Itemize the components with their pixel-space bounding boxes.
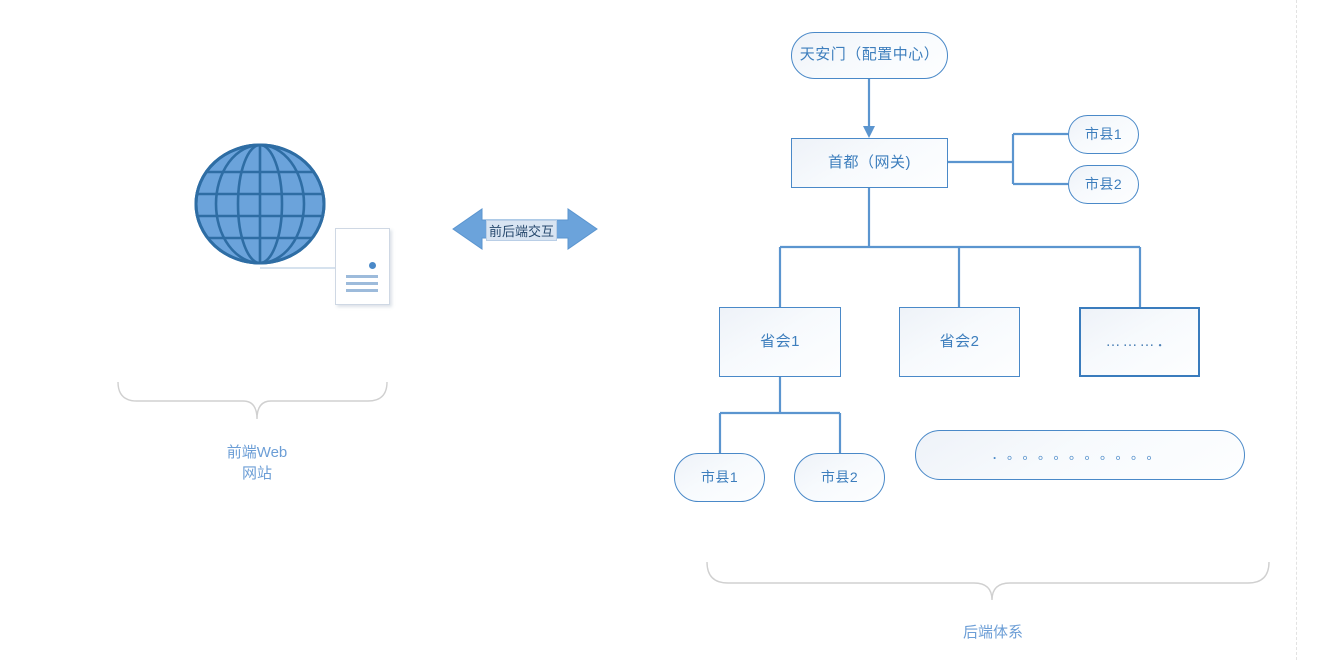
frontend-caption: 前端Web 网站 xyxy=(226,444,288,482)
node-city-bottom-2[interactable]: 市县2 xyxy=(794,453,885,502)
document-line-icon xyxy=(346,275,378,278)
document-line-icon xyxy=(346,289,378,292)
node-label: 省会1 xyxy=(760,332,800,350)
backend-caption: 后端体系 xyxy=(962,624,1023,641)
node-city-bottom-1[interactable]: 市县1 xyxy=(674,453,765,502)
globe-icon xyxy=(194,143,326,265)
document-dot-icon xyxy=(369,262,376,269)
node-city-more[interactable]: ．。。。。。。。。。。 xyxy=(915,430,1245,480)
document-icon xyxy=(335,228,390,305)
node-label: ．。。。。。。。。。。 xyxy=(991,446,1169,462)
node-label: 首都（网关) xyxy=(828,153,911,171)
node-label: 市县1 xyxy=(1084,125,1123,142)
node-label: 市县1 xyxy=(700,468,739,485)
document-line-icon xyxy=(346,282,378,285)
node-province-2[interactable]: 省会2 xyxy=(899,307,1020,377)
interaction-arrow-label[interactable]: 前后端交互 xyxy=(486,220,558,241)
node-label: 省会2 xyxy=(939,332,980,350)
node-config-center[interactable]: 天安门（配置中心） xyxy=(791,32,948,79)
node-city-top-1[interactable]: 市县1 xyxy=(1068,115,1139,154)
page-boundary-guide xyxy=(1296,0,1297,660)
node-label: ………． xyxy=(1105,332,1174,350)
node-province-more[interactable]: ………． xyxy=(1079,307,1200,377)
node-province-1[interactable]: 省会1 xyxy=(719,307,841,377)
backend-brace xyxy=(706,561,1270,601)
node-label: 市县2 xyxy=(820,468,859,485)
frontend-brace xyxy=(117,381,388,420)
node-gateway[interactable]: 首都（网关) xyxy=(791,138,948,188)
node-city-top-2[interactable]: 市县2 xyxy=(1068,165,1139,204)
node-label: 天安门（配置中心） xyxy=(799,46,940,64)
node-label: 市县2 xyxy=(1084,175,1123,192)
